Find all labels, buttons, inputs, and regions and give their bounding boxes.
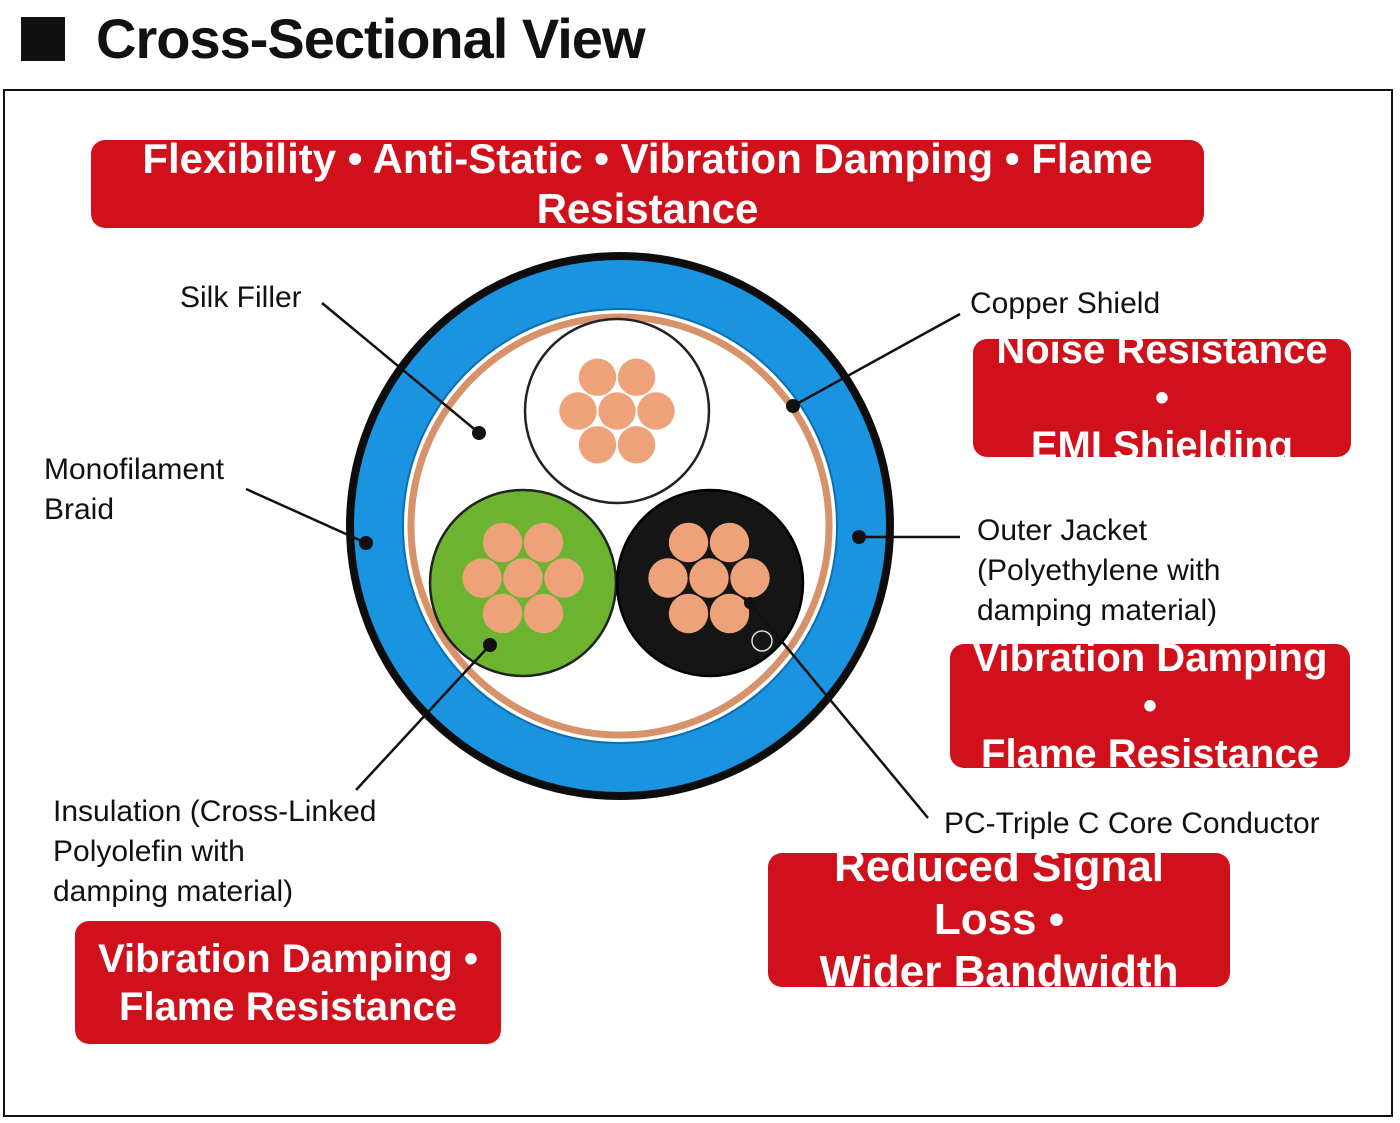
insulation-leader: [355, 644, 491, 791]
outer-jacket-line-3: damping material): [977, 594, 1218, 627]
copper-strand: [482, 593, 523, 634]
core-conductor-label: PC-Triple C Core Conductor: [944, 807, 1320, 840]
copper-strand: [503, 558, 543, 598]
title-square-icon: [21, 17, 65, 61]
copper-strand: [523, 593, 564, 634]
copper-strand: [617, 426, 656, 464]
copper-shield-dot: [786, 399, 800, 413]
copper-strand: [668, 522, 709, 563]
outer-jacket-label: Outer Jacket (Polyethylene with damping …: [977, 511, 1220, 631]
copper-shield-badge-line-1: Noise Resistance •: [996, 328, 1328, 420]
top-feature-banner: Flexibility • Anti-Static • Vibration Da…: [91, 135, 1204, 232]
copper-shield-badge-line-2: EMI Shielding: [1030, 424, 1294, 468]
copper-strand: [523, 522, 564, 563]
core-conductor-badge: Reduced Signal Loss • Wider Bandwidth: [768, 842, 1230, 996]
insulation-line-2: Polyolefin with: [53, 835, 245, 868]
copper-strand: [730, 558, 770, 598]
copper-strand: [617, 358, 656, 396]
copper-strand: [482, 522, 523, 563]
outer-jacket-badge-line-1: Vibration Damping •: [972, 636, 1328, 728]
copper-strand: [668, 593, 709, 634]
silk-filler-label: Silk Filler: [180, 281, 302, 314]
copper-strand: [648, 558, 688, 598]
black-conductor-strands: [648, 522, 770, 634]
silk-filler-dot: [472, 426, 486, 440]
copper-strand: [637, 392, 675, 430]
monofilament-braid-label: Monofilament Braid: [44, 450, 224, 530]
copper-strand: [578, 358, 617, 396]
copper-strand: [544, 558, 584, 598]
monofilament-braid-leader: [245, 487, 367, 545]
copper-strand: [462, 558, 502, 598]
silk-filler-leader: [321, 302, 480, 434]
copper-strand: [598, 392, 636, 430]
copper-strand: [709, 522, 750, 563]
core-conductor-leader: [749, 602, 929, 819]
core-conductor-highlight-ring: [751, 630, 773, 652]
monofilament-braid-line-2: Braid: [44, 493, 115, 526]
copper-strand: [578, 426, 617, 464]
insulation-badge-line-2: Flame Resistance: [119, 984, 457, 1029]
copper-shield-leader: [792, 312, 961, 408]
core-conductor-dot: [744, 597, 756, 609]
monofilament-braid-dot: [359, 536, 373, 550]
copper-strand: [559, 392, 597, 430]
white-conductor-strands: [559, 358, 675, 464]
page-title: Cross-Sectional View: [96, 7, 646, 70]
copper-strand: [709, 593, 750, 634]
outer-jacket-line-1: Outer Jacket: [977, 514, 1148, 547]
insulation-badge: Vibration Damping • Flame Resistance: [75, 921, 501, 1044]
monofilament-braid-line-1: Monofilament: [44, 453, 225, 486]
copper-strand: [689, 558, 729, 598]
outer-jacket-dot: [852, 530, 866, 544]
copper-shield-label: Copper Shield: [970, 287, 1161, 320]
insulation-label: Insulation (Cross-Linked Polyolefin with…: [53, 792, 376, 912]
green-conductor-strands: [462, 522, 584, 634]
insulation-line-1: Insulation (Cross-Linked: [53, 795, 377, 828]
outer-jacket-badge-line-2: Flame Resistance: [981, 732, 1319, 776]
top-feature-banner-text: Flexibility • Anti-Static • Vibration Da…: [142, 134, 1153, 232]
insulation-line-3: damping material): [53, 875, 294, 908]
core-conductor-badge-line-1: Reduced Signal Loss •: [833, 841, 1165, 944]
diagram-frame: [3, 89, 1393, 1117]
copper-shield-badge: Noise Resistance • EMI Shielding: [973, 328, 1351, 468]
outer-jacket-line-2: (Polyethylene with: [977, 554, 1221, 587]
insulation-dot: [483, 638, 497, 652]
insulation-badge-line-1: Vibration Damping •: [98, 936, 478, 981]
outer-jacket-badge: Vibration Damping • Flame Resistance: [950, 636, 1350, 776]
core-conductor-badge-line-2: Wider Bandwidth: [819, 947, 1179, 997]
